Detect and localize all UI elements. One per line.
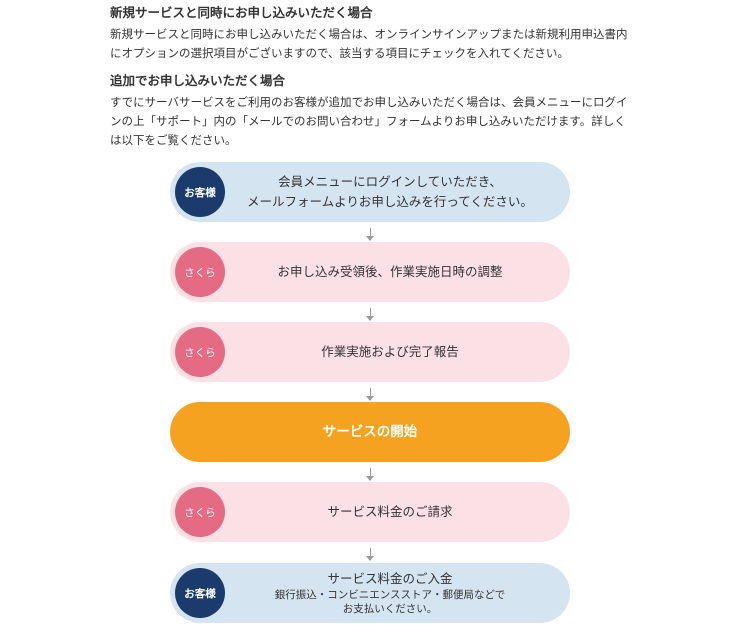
flow-step-billing: さくら サービス料金のご請求 <box>170 482 570 542</box>
arrow-down-icon <box>366 548 374 561</box>
flow-step-work-complete: さくら 作業実施および完了報告 <box>170 322 570 382</box>
step-sub-line: お支払いください。 <box>342 603 438 615</box>
step-line: サービス料金のご請求 <box>327 504 453 519</box>
step-line: サービスの開始 <box>322 424 418 440</box>
section-additional: 追加でお申し込みいただく場合 すでにサーバサービスをご利用のお客様が追加でお申し… <box>110 72 630 150</box>
customer-badge: お客様 <box>175 167 225 217</box>
section-new-service: 新規サービスと同時にお申し込みいただく場合 新規サービスと同時にお申し込みいただ… <box>110 4 630 63</box>
step-line: メールフォームよりお申し込みを行ってください。 <box>247 194 533 209</box>
sakura-badge: さくら <box>175 247 225 297</box>
step-sub-line: 銀行振込・コンビニエンスストア・郵便局などで <box>274 589 506 601</box>
sakura-badge: さくら <box>175 487 225 537</box>
section-body: すでにサーバサービスをご利用のお客様が追加でお申し込みいただく場合は、会員メニュ… <box>110 95 628 147</box>
section-title: 新規サービスと同時にお申し込みいただく場合 <box>110 5 373 20</box>
step-text: サービス料金のご入金 銀行振込・コンビニエンスストア・郵便局などで お支払いくだ… <box>230 563 550 623</box>
arrow-down-icon <box>366 308 374 321</box>
step-text: 作業実施および完了報告 <box>230 322 550 382</box>
step-line: サービス料金のご入金 <box>327 571 453 586</box>
arrow-down-icon <box>366 468 374 481</box>
flow-step-schedule: さくら お申し込み受領後、作業実施日時の調整 <box>170 242 570 302</box>
step-line: 作業実施および完了報告 <box>321 344 459 359</box>
customer-badge: お客様 <box>175 568 225 618</box>
section-body: 新規サービスと同時にお申し込みいただく場合は、オンラインサインアップまたは新規利… <box>110 27 628 60</box>
section-title: 追加でお申し込みいただく場合 <box>110 73 286 88</box>
step-text: サービスの開始 <box>190 402 550 462</box>
flow-step-payment: お客様 サービス料金のご入金 銀行振込・コンビニエンスストア・郵便局などで お支… <box>170 563 570 623</box>
step-text: 会員メニューにログインしていただき、 メールフォームよりお申し込みを行ってくださ… <box>230 162 550 222</box>
step-line: 会員メニューにログインしていただき、 <box>278 174 502 189</box>
sakura-badge: さくら <box>175 327 225 377</box>
flow-step-service-start: サービスの開始 <box>170 402 570 462</box>
arrow-down-icon <box>366 228 374 241</box>
step-text: お申し込み受領後、作業実施日時の調整 <box>230 242 550 302</box>
arrow-down-icon <box>366 388 374 401</box>
step-line: お申し込み受領後、作業実施日時の調整 <box>277 264 503 279</box>
flow-step-login: お客様 会員メニューにログインしていただき、 メールフォームよりお申し込みを行っ… <box>170 162 570 222</box>
step-text: サービス料金のご請求 <box>230 482 550 542</box>
